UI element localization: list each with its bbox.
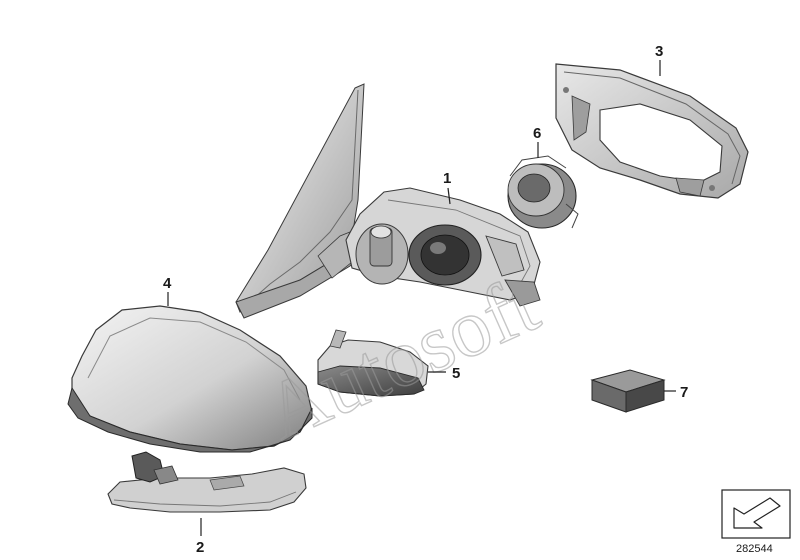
callout-4: 4: [163, 275, 172, 292]
leader-line-1: [447, 187, 451, 205]
mirror-glass-actuator-housing: [345, 187, 541, 307]
callout-1: 1: [443, 170, 451, 187]
mirror-adjustment-motor: [507, 155, 579, 229]
callout-5: 5: [452, 365, 460, 382]
reference-number: 282544: [736, 543, 773, 555]
callout-6: 6: [533, 125, 541, 142]
mirror-glass-frame: [555, 63, 749, 199]
turn-signal-lamp: [317, 329, 429, 397]
mounting-block: [590, 369, 666, 413]
reference-arrow-box: [721, 489, 791, 539]
lower-mirror-cover: [107, 451, 307, 513]
mirror-base-arm: [235, 83, 371, 319]
callout-2: 2: [196, 539, 204, 556]
mirror-cap-cover: [67, 305, 313, 453]
callout-3: 3: [655, 43, 663, 60]
callout-7: 7: [680, 384, 688, 401]
